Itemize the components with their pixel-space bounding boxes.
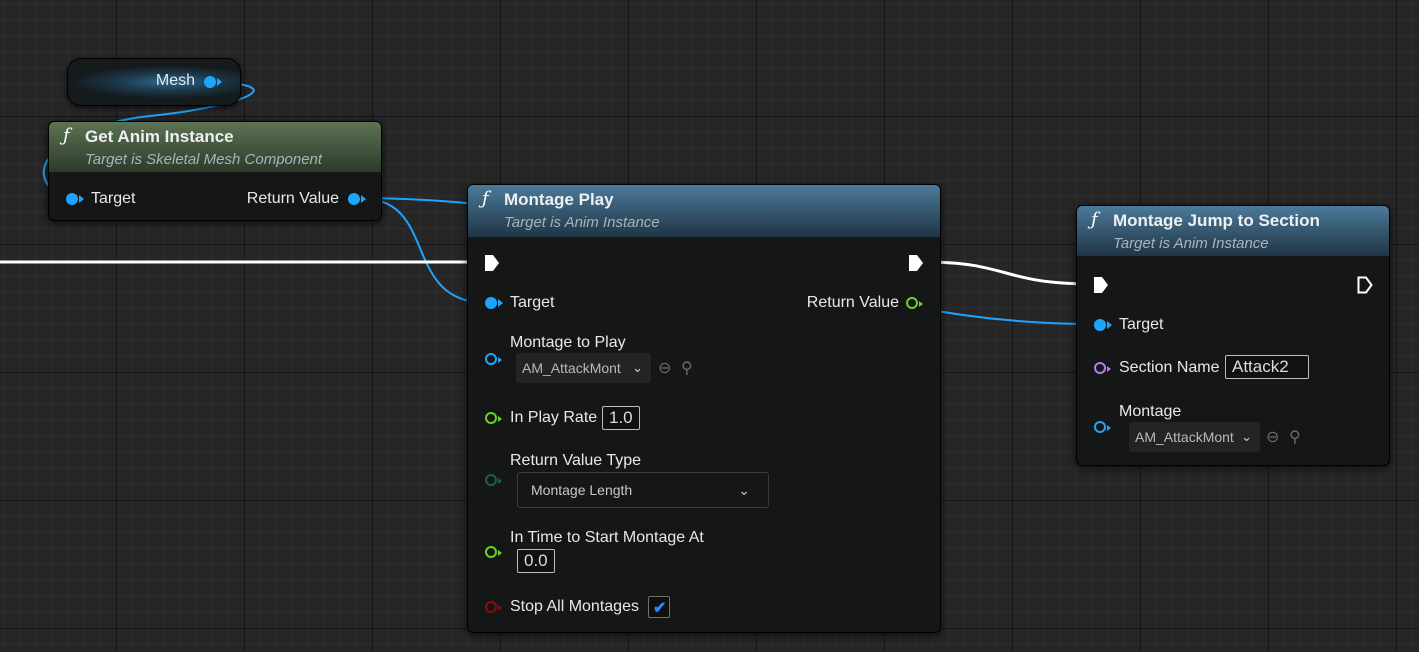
- montage-play-return-label: Return Value: [806, 294, 899, 311]
- montage-jump-asset-value: AM_AttackMont: [1135, 429, 1234, 445]
- get-anim-instance-node[interactable]: ƒ Get Anim Instance Target is Skeletal M…: [48, 121, 382, 221]
- get-anim-instance-target-label: Target: [91, 190, 136, 207]
- montage-play-return-pin[interactable]: [906, 297, 923, 309]
- montage-to-play-label: Montage to Play: [510, 334, 626, 351]
- montage-asset-picker[interactable]: AM_AttackMont ⌄: [516, 353, 651, 383]
- use-selected-asset-icon[interactable]: ⊖: [658, 360, 672, 377]
- section-name-input[interactable]: Attack2: [1225, 355, 1309, 379]
- montage-to-play-pin[interactable]: [485, 353, 502, 365]
- montage-asset-value: AM_AttackMont: [522, 360, 621, 376]
- stop-all-montages-label: Stop All Montages: [510, 598, 639, 615]
- wire-exec-to-jump: [923, 260, 1095, 286]
- section-name-label: Section Name: [1119, 359, 1220, 376]
- exec-in-pin[interactable]: [1093, 276, 1109, 294]
- browse-asset-icon[interactable]: ⚲: [681, 360, 693, 377]
- function-icon: ƒ: [63, 125, 70, 146]
- get-anim-instance-return-label: Return Value: [246, 190, 339, 207]
- section-name-pin[interactable]: [1094, 362, 1111, 374]
- return-value-type-label: Return Value Type: [510, 452, 642, 469]
- montage-play-header[interactable]: ƒ Montage Play Target is Anim Instance: [468, 185, 940, 237]
- mesh-output-pin[interactable]: [204, 76, 222, 88]
- use-selected-asset-icon[interactable]: ⊖: [1266, 429, 1280, 446]
- chevron-down-icon: ⌄: [1241, 429, 1252, 444]
- montage-play-target-pin[interactable]: [485, 297, 503, 309]
- montage-pin[interactable]: [1094, 421, 1111, 433]
- montage-play-node[interactable]: ƒ Montage Play Target is Anim Instance T…: [467, 184, 941, 633]
- return-value-type-value: Montage Length: [531, 482, 633, 498]
- get-anim-instance-header[interactable]: ƒ Get Anim Instance Target is Skeletal M…: [49, 122, 381, 172]
- montage-play-subtitle: Target is Anim Instance: [504, 214, 660, 231]
- exec-out-pin[interactable]: [1357, 276, 1373, 294]
- get-anim-instance-return-pin[interactable]: [348, 193, 366, 205]
- montage-jump-node[interactable]: ƒ Montage Jump to Section Target is Anim…: [1076, 205, 1390, 466]
- return-value-type-pin[interactable]: [485, 474, 502, 486]
- get-anim-instance-target-pin[interactable]: [66, 193, 84, 205]
- wire-mesh-to-target: [42, 81, 255, 199]
- start-time-label: In Time to Start Montage At: [510, 529, 704, 546]
- montage-jump-subtitle: Target is Anim Instance: [1113, 235, 1269, 252]
- play-rate-pin[interactable]: [485, 412, 502, 424]
- play-rate-input[interactable]: 1.0: [602, 406, 640, 430]
- montage-jump-title: Montage Jump to Section: [1113, 211, 1320, 230]
- function-icon: ƒ: [482, 188, 489, 209]
- play-rate-label: In Play Rate: [510, 409, 598, 426]
- wire-anim-instance-to-montage-play-target: [359, 197, 489, 304]
- montage-jump-target-pin[interactable]: [1094, 319, 1112, 331]
- start-time-pin[interactable]: [485, 546, 502, 558]
- mesh-variable-node[interactable]: Mesh: [67, 58, 241, 106]
- get-anim-instance-subtitle: Target is Skeletal Mesh Component: [85, 151, 323, 168]
- exec-in-pin[interactable]: [484, 254, 500, 272]
- chevron-down-icon: ⌄: [632, 360, 643, 375]
- chevron-down-icon: ⌄: [738, 482, 750, 498]
- function-icon: ƒ: [1091, 209, 1098, 230]
- stop-all-montages-pin[interactable]: [485, 601, 502, 613]
- browse-asset-icon[interactable]: ⚲: [1289, 429, 1301, 446]
- checkmark-icon: ✔: [653, 600, 667, 617]
- montage-play-title: Montage Play: [504, 190, 614, 209]
- montage-jump-target-label: Target: [1119, 316, 1164, 333]
- exec-out-pin[interactable]: [908, 254, 924, 272]
- montage-jump-asset-picker[interactable]: AM_AttackMont ⌄: [1129, 422, 1260, 452]
- stop-all-montages-checkbox[interactable]: ✔: [648, 596, 670, 618]
- mesh-label: Mesh: [155, 72, 195, 89]
- start-time-input[interactable]: 0.0: [517, 549, 555, 573]
- get-anim-instance-title: Get Anim Instance: [85, 127, 234, 146]
- return-value-type-dropdown[interactable]: Montage Length ⌄: [517, 472, 769, 508]
- montage-jump-header[interactable]: ƒ Montage Jump to Section Target is Anim…: [1077, 206, 1389, 256]
- montage-label: Montage: [1119, 403, 1182, 420]
- montage-play-target-label: Target: [510, 294, 555, 311]
